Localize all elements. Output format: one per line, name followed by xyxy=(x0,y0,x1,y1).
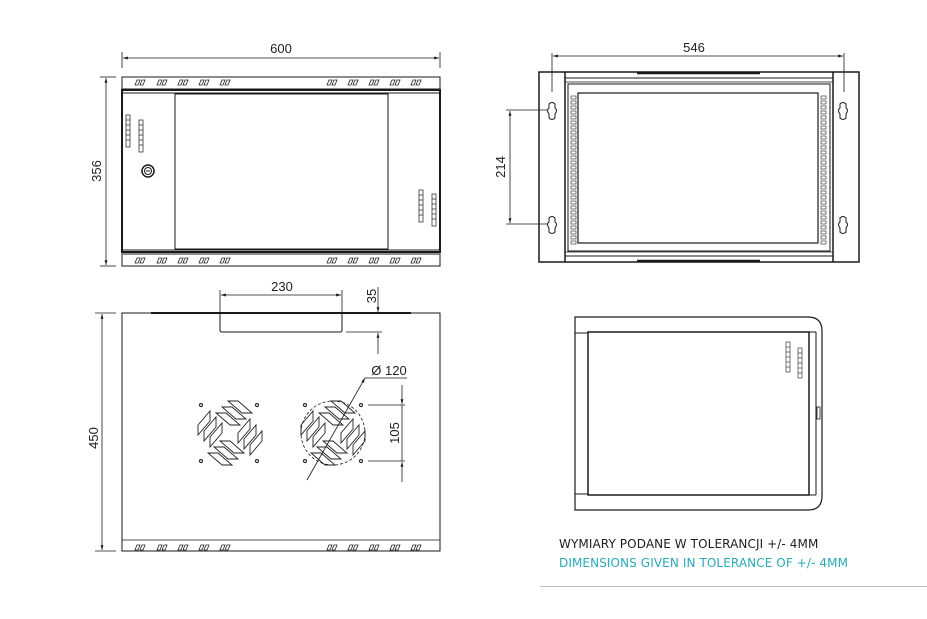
dim-fan-diameter: Ø 120 xyxy=(371,363,406,378)
tolerance-note-polish: WYMIARY PODANE W TOLERANCJI +/- 4MM xyxy=(559,537,819,551)
dim-mount-width-546: 546 xyxy=(683,40,705,55)
dim-cutout-230: 230 xyxy=(271,279,293,294)
dim-fan-spacing-105: 105 xyxy=(387,422,402,444)
vent-slots xyxy=(125,114,144,153)
dim-cutout-35: 35 xyxy=(364,289,379,303)
front-view xyxy=(100,52,441,267)
dim-width-600: 600 xyxy=(270,41,292,56)
dim-mount-height-214: 214 xyxy=(493,156,508,178)
divider xyxy=(540,586,927,587)
top-view xyxy=(95,287,441,552)
dim-height-356: 356 xyxy=(89,160,104,182)
dim-depth-450: 450 xyxy=(86,427,101,449)
tolerance-note-english: DIMENSIONS GIVEN IN TOLERANCE OF +/- 4MM xyxy=(559,556,849,570)
side-view xyxy=(574,316,823,511)
rear-view xyxy=(506,53,860,263)
